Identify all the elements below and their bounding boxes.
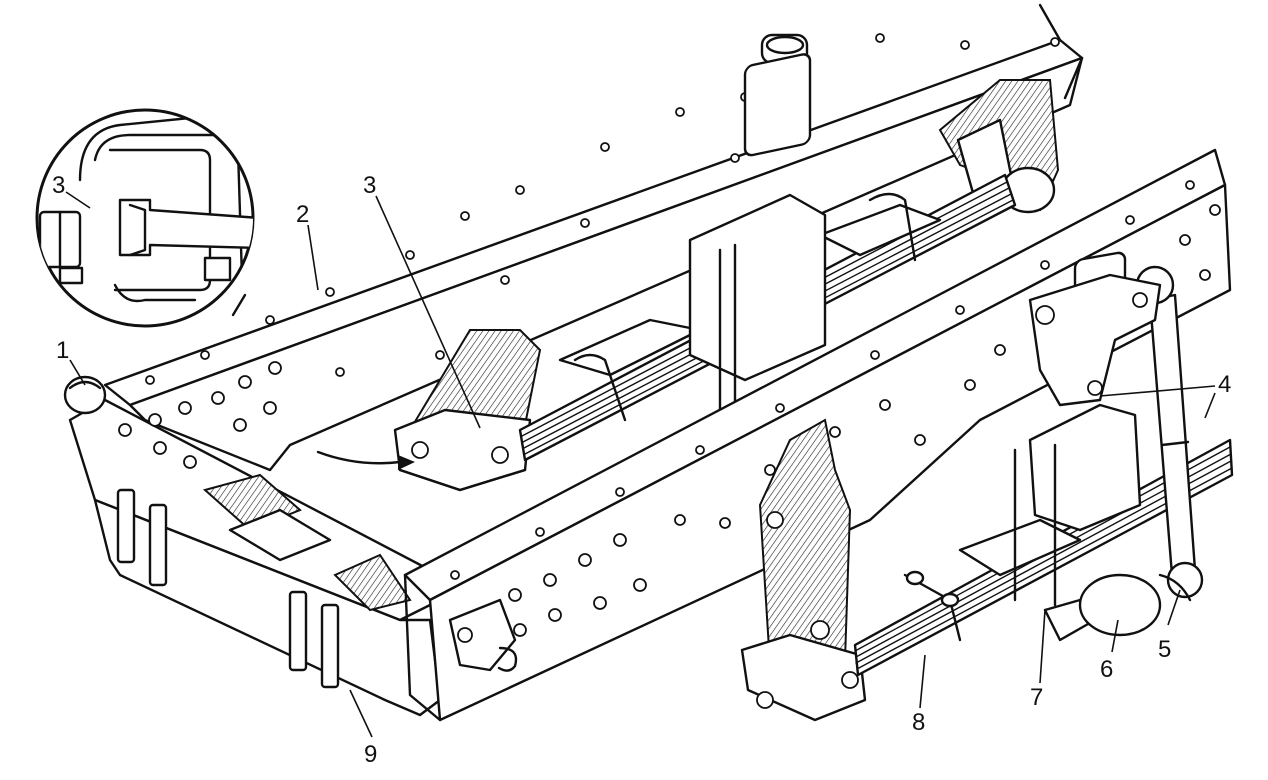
- inset-detail: [35, 108, 255, 328]
- callout-5: 5: [1158, 636, 1171, 663]
- left-side-rail: [103, 3, 1084, 472]
- callout-7: 7: [1030, 684, 1043, 711]
- callout-leaders: [65, 191, 1216, 738]
- callout-1: 1: [56, 337, 69, 364]
- axle-tube: [1078, 573, 1192, 637]
- direction-arrow: [316, 450, 415, 470]
- left-tow-hook: [63, 375, 107, 415]
- rear-spring-hanger: [938, 79, 1060, 214]
- cross-member-holes: [118, 361, 282, 469]
- callout-6: 6: [1100, 656, 1113, 683]
- left-axle-seat: [688, 53, 827, 422]
- left-u-bolts: [573, 192, 917, 422]
- callout-9: 9: [364, 741, 377, 768]
- callout-3: 3: [363, 172, 376, 199]
- callout-8: 8: [912, 709, 925, 736]
- callout-3-inset: 3: [52, 172, 65, 199]
- callout-4: 4: [1218, 371, 1231, 398]
- callout-2: 2: [296, 201, 309, 228]
- upper-bracket: [1028, 273, 1162, 407]
- callout-labels: 1 2 3 3 4 5 6 7 8 9: [52, 172, 1231, 768]
- right-front-hanger: [740, 418, 867, 722]
- front-cross-member: [68, 361, 442, 717]
- front-spring-bracket: [393, 329, 542, 492]
- shock-absorber: [1135, 265, 1204, 599]
